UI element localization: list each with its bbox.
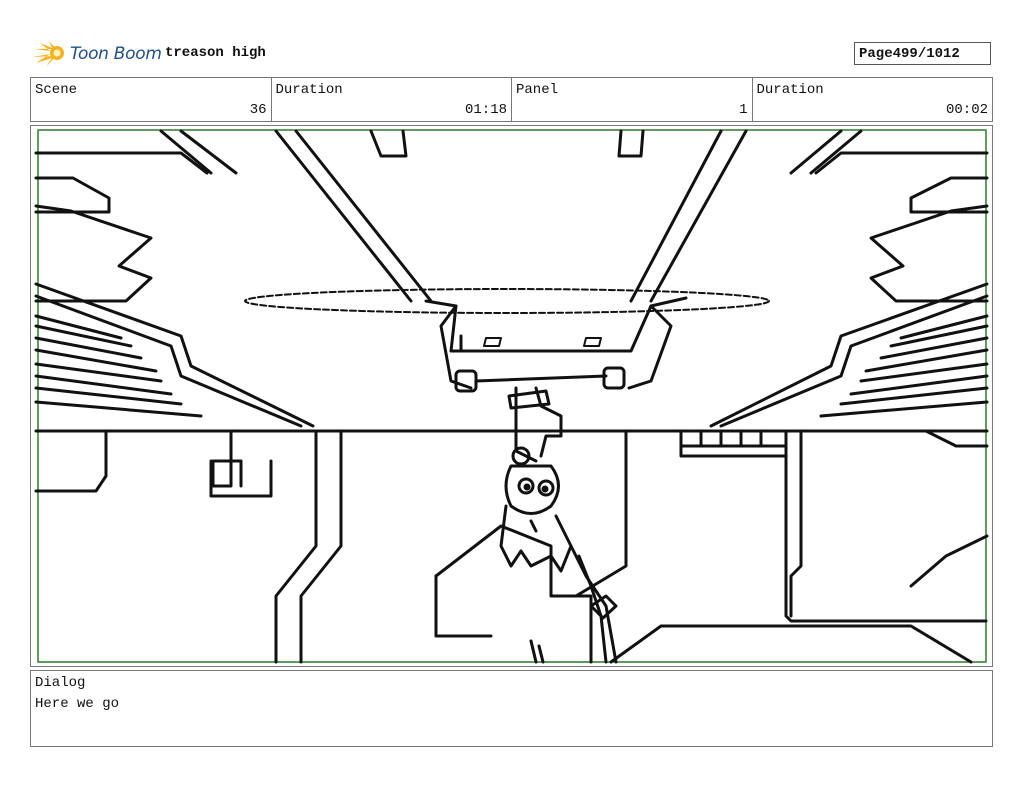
scene-label: Scene: [35, 82, 78, 98]
scene-duration-cell: Duration 01:18: [272, 78, 512, 121]
logo-text: Toon Boom: [70, 44, 162, 64]
dialog-label: Dialog: [35, 675, 86, 691]
page-indicator: Page 499/1012: [854, 42, 991, 65]
page-label: Page: [859, 45, 893, 62]
page-value: 499/1012: [892, 45, 960, 62]
panel-label: Panel: [516, 82, 559, 98]
scene-value: 36: [249, 102, 267, 118]
panel-duration-label: Duration: [756, 82, 824, 98]
storyboard-drawing: [34, 129, 989, 664]
scene-duration-label: Duration: [275, 82, 343, 98]
panel-value: 1: [739, 102, 748, 118]
dialog-box: Dialog Here we go: [30, 670, 993, 747]
scene-duration-value: 01:18: [464, 102, 507, 118]
scene-cell: Scene 36: [31, 78, 272, 121]
toon-boom-star-icon: [32, 41, 64, 67]
lower-room: [34, 429, 989, 664]
left-wall: [34, 129, 315, 428]
right-wall: [709, 129, 989, 428]
panel-duration-value: 00:02: [945, 102, 988, 118]
ceiling-lamp: [244, 129, 770, 393]
toon-boom-logo: Toon Boom: [32, 38, 162, 70]
panel-cell: Panel 1: [512, 78, 753, 121]
safe-frame: [37, 129, 987, 663]
dialog-text: Here we go: [35, 696, 120, 712]
project-title: treason high: [165, 45, 266, 61]
storyboard-panel: [30, 125, 993, 667]
scene-info-row: Scene 36 Duration 01:18 Panel 1 Duration…: [30, 77, 993, 122]
character: [499, 386, 618, 664]
panel-duration-cell: Duration 00:02: [753, 78, 993, 121]
